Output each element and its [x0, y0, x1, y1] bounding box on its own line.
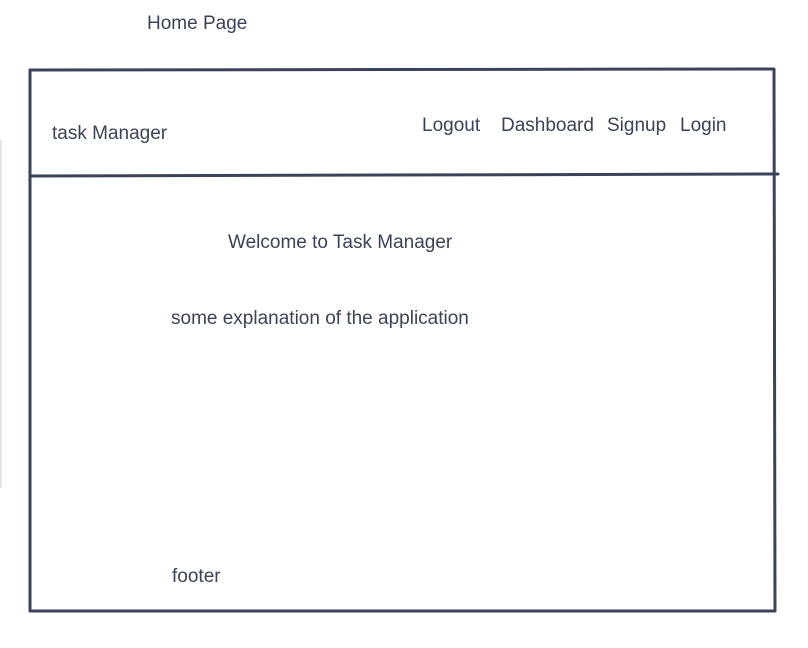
- brand-name: task Manager: [52, 123, 168, 144]
- dashboard-link[interactable]: Dashboard: [501, 115, 594, 136]
- signup-link[interactable]: Signup: [607, 115, 667, 136]
- logout-link[interactable]: Logout: [422, 115, 481, 136]
- outer-frame-border: [28, 67, 777, 613]
- footer-label: footer: [172, 566, 221, 587]
- login-link[interactable]: Login: [680, 115, 727, 136]
- welcome-heading: Welcome to Task Manager: [228, 232, 453, 253]
- page-title: Home Page: [147, 13, 248, 34]
- header-divider: [28, 172, 780, 178]
- app-description: some explanation of the application: [171, 308, 469, 329]
